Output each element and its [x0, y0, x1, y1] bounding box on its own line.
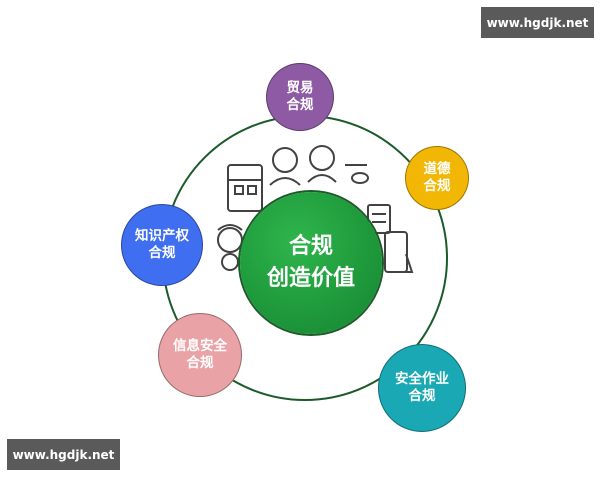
node-label: 安全作业: [395, 371, 449, 388]
node-label: 知识产权: [135, 228, 189, 245]
node-trade-compliance: 贸易 合规: [266, 63, 334, 131]
node-label: 合规: [408, 388, 436, 404]
node-label: 合规: [423, 178, 451, 194]
node-label: 信息安全: [173, 338, 227, 355]
watermark-top-right: www.hgdjk.net: [481, 7, 594, 38]
center-title: 合规: [288, 234, 333, 260]
node-ethics-compliance: 道德 合规: [405, 146, 469, 210]
node-infosec-compliance: 信息安全 合规: [158, 313, 242, 397]
node-ip-compliance: 知识产权 合规: [121, 204, 203, 286]
center-subtitle: 创造价值: [266, 266, 355, 291]
node-label: 道德: [423, 161, 451, 178]
center-node: 合规 创造价值: [240, 192, 382, 334]
node-label: 合规: [286, 97, 314, 113]
node-safety-compliance: 安全作业 合规: [378, 344, 466, 432]
node-label: 合规: [148, 245, 176, 261]
watermark-bottom-left: www.hgdjk.net: [7, 439, 120, 470]
node-label: 贸易: [286, 80, 314, 97]
node-label: 合规: [186, 355, 214, 371]
